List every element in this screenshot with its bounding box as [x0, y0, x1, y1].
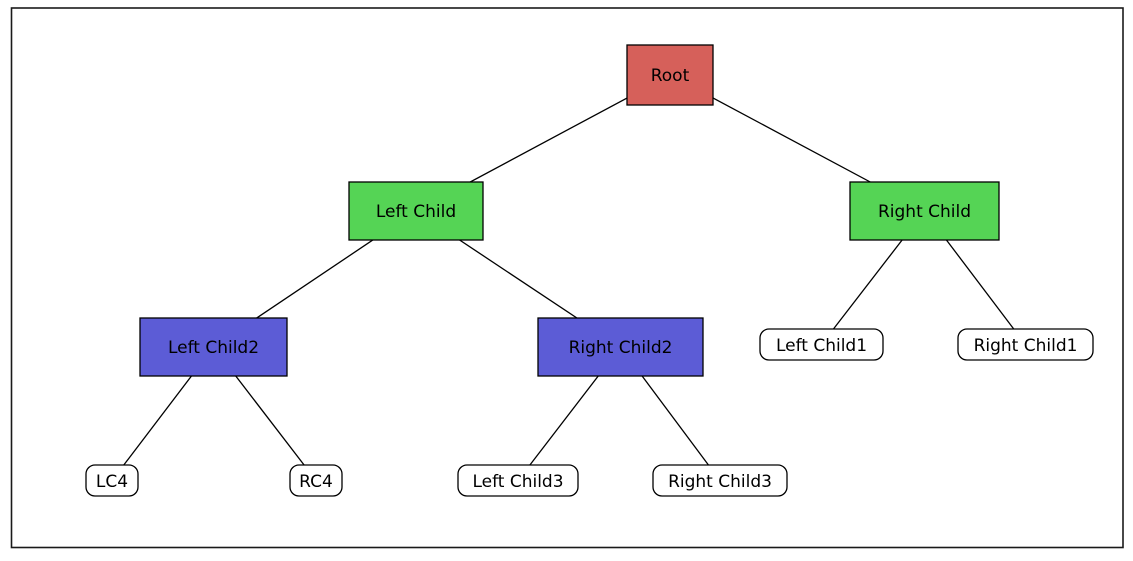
node-right-child3-label: Right Child3 — [668, 472, 772, 492]
node-right-child3: Right Child3 — [652, 464, 788, 497]
node-right-child1: Right Child1 — [957, 328, 1094, 361]
figure-border — [10, 7, 1124, 549]
node-right-child1-box — [957, 328, 1094, 361]
node-left-child1: Left Child1 — [759, 328, 884, 361]
node-lc4-box — [85, 464, 139, 497]
node-left-child-box — [348, 181, 484, 241]
node-right-child: Right Child — [849, 181, 1000, 241]
node-left-child1-box — [759, 328, 884, 361]
node-root-label: Root — [651, 66, 690, 86]
node-lc4: LC4 — [85, 464, 139, 497]
node-root: Root — [626, 44, 714, 106]
node-root-box — [626, 44, 714, 106]
node-left-child2: Left Child2 — [139, 317, 288, 377]
node-right-child2-box — [537, 317, 704, 377]
node-right-child-label: Right Child — [878, 202, 971, 222]
node-right-child2: Right Child2 — [537, 317, 704, 377]
node-rc4-box — [289, 464, 343, 497]
node-right-child2-label: Right Child2 — [569, 338, 673, 358]
node-left-child3: Left Child3 — [457, 464, 579, 497]
node-right-child3-box — [652, 464, 788, 497]
node-lc4-label: LC4 — [96, 472, 128, 492]
node-right-child-box — [849, 181, 1000, 241]
node-left-child3-label: Left Child3 — [472, 472, 563, 492]
node-rc4: RC4 — [289, 464, 343, 497]
node-rc4-label: RC4 — [299, 472, 333, 492]
node-left-child2-box — [139, 317, 288, 377]
node-right-child1-label: Right Child1 — [974, 336, 1078, 356]
node-left-child2-label: Left Child2 — [168, 338, 259, 358]
node-left-child-label: Left Child — [376, 202, 456, 222]
node-left-child3-box — [457, 464, 579, 497]
node-left-child1-label: Left Child1 — [776, 336, 867, 356]
node-left-child: Left Child — [348, 181, 484, 241]
